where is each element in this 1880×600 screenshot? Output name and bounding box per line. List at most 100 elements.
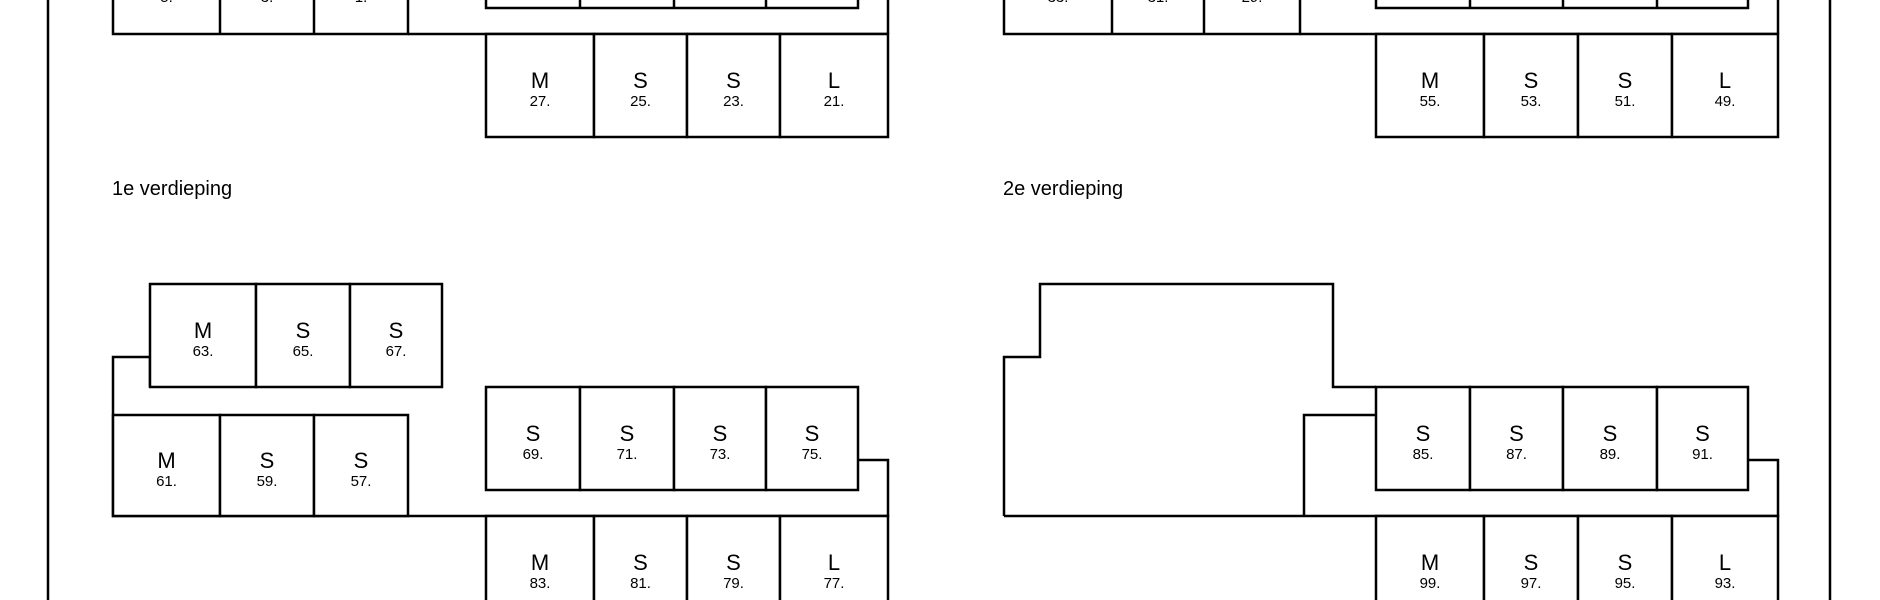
unit-cell: 29. — [1242, 0, 1263, 6]
unit-size-label: S — [1524, 68, 1539, 93]
unit-cell: L49. — [1670, 32, 1780, 139]
unit-cell: S91. — [1655, 385, 1750, 492]
unit-size-label: S — [805, 421, 820, 446]
first-floor-label: 1e verdieping — [112, 178, 233, 200]
unit-size-label: L — [1719, 68, 1731, 93]
unit-size-label: S — [1618, 550, 1633, 575]
unit-number-label: 69. — [523, 446, 544, 463]
unit-number-label: 73. — [710, 446, 731, 463]
unit-number-label: 3. — [261, 0, 274, 6]
unit-box — [1576, 514, 1674, 600]
unit-number-label: 25. — [630, 93, 651, 110]
unit-number-label: 29. — [1242, 0, 1263, 6]
unit-cell: S25. — [592, 32, 689, 139]
units-layer: 5.3.1.33.31.29.M27.S25.S23.L21.M55.S53.S… — [111, 0, 1780, 600]
unit-cell: S53. — [1482, 32, 1580, 139]
unit-number-label: 83. — [530, 575, 551, 592]
unit-size-label: S — [726, 68, 741, 93]
unit-size-label: S — [726, 550, 741, 575]
unit-cell: L93. — [1670, 514, 1780, 600]
unit-box — [578, 385, 676, 492]
unit-size-label: M — [531, 550, 549, 575]
unit-number-label: 79. — [723, 575, 744, 592]
unit-cell: 31. — [1148, 0, 1169, 6]
unit-cell: S89. — [1561, 385, 1659, 492]
unit-number-label: 27. — [530, 93, 551, 110]
top-left-corridor-outline — [111, 0, 410, 36]
page-frame — [46, 0, 1832, 600]
unit-cell: 5. — [160, 0, 173, 6]
unit-number-label: 53. — [1521, 93, 1542, 110]
unit-number-label: 5. — [160, 0, 173, 6]
unit-cell: S71. — [578, 385, 676, 492]
unit-number-label: 97. — [1521, 575, 1542, 592]
unit-cell: L21. — [778, 32, 890, 139]
unit-size-label: S — [620, 421, 635, 446]
unit-cell: S51. — [1576, 32, 1674, 139]
unit-cell: M27. — [484, 32, 596, 139]
unit-cell: S59. — [218, 413, 316, 518]
unit-number-label: 59. — [257, 473, 278, 490]
unit-size-label: M — [1421, 68, 1439, 93]
unit-number-label: 57. — [351, 473, 372, 490]
unit-size-label: S — [1618, 68, 1633, 93]
unit-number-label: 71. — [617, 446, 638, 463]
top-left-block — [111, 0, 890, 36]
unit-box — [1374, 385, 1472, 492]
unit-size-label: M — [194, 318, 212, 343]
floor2-common-area-outline — [1002, 282, 1376, 516]
unit-cell: S23. — [685, 32, 782, 139]
unit-number-label: 1. — [355, 0, 368, 6]
unit-number-label: 77. — [824, 575, 845, 592]
unit-box — [1374, 32, 1486, 139]
unit-cell: S85. — [1374, 385, 1472, 492]
unit-box — [218, 413, 316, 518]
unit-cell: S73. — [672, 385, 768, 492]
top-right-corridor-outline — [1002, 0, 1302, 36]
unit-size-label: S — [1695, 421, 1710, 446]
top-left-upper-row-outline — [484, 0, 860, 10]
unit-number-label: 91. — [1692, 446, 1713, 463]
unit-number-label: 23. — [723, 93, 744, 110]
unit-cell: M61. — [111, 413, 222, 518]
unit-box — [1576, 32, 1674, 139]
unit-box — [111, 413, 222, 518]
unit-number-label: 51. — [1615, 93, 1636, 110]
unit-box — [778, 32, 890, 139]
unit-size-label: S — [1603, 421, 1618, 446]
floor2-inner-wall — [1302, 413, 1376, 516]
unit-size-label: S — [389, 318, 404, 343]
unit-size-label: S — [526, 421, 541, 446]
unit-cell: S57. — [312, 413, 410, 518]
unit-number-label: 87. — [1506, 446, 1527, 463]
unit-cell: L77. — [778, 514, 890, 600]
unit-size-label: S — [633, 550, 648, 575]
unit-box — [148, 282, 258, 389]
unit-cell: S69. — [484, 385, 582, 492]
unit-number-label: 21. — [824, 93, 845, 110]
unit-size-label: S — [1509, 421, 1524, 446]
unit-number-label: 75. — [802, 446, 823, 463]
unit-number-label: 67. — [386, 343, 407, 360]
unit-number-label: 81. — [630, 575, 651, 592]
unit-size-label: S — [260, 448, 275, 473]
unit-box — [672, 385, 768, 492]
unit-size-label: S — [633, 68, 648, 93]
unit-cell: S97. — [1482, 514, 1580, 600]
unit-box — [348, 282, 444, 389]
unit-box — [484, 385, 582, 492]
unit-size-label: S — [354, 448, 369, 473]
unit-size-label: S — [296, 318, 311, 343]
unit-number-label: 61. — [156, 473, 177, 490]
unit-box — [685, 32, 782, 139]
unit-box — [778, 514, 890, 600]
top-right-block — [1002, 0, 1780, 36]
unit-cell: M83. — [484, 514, 596, 600]
unit-box — [1482, 32, 1580, 139]
unit-size-label: M — [157, 448, 175, 473]
unit-cell: M99. — [1374, 514, 1486, 600]
unit-box — [1670, 514, 1780, 600]
unit-cell: S81. — [592, 514, 689, 600]
unit-box — [1655, 385, 1750, 492]
unit-size-label: L — [1719, 550, 1731, 575]
